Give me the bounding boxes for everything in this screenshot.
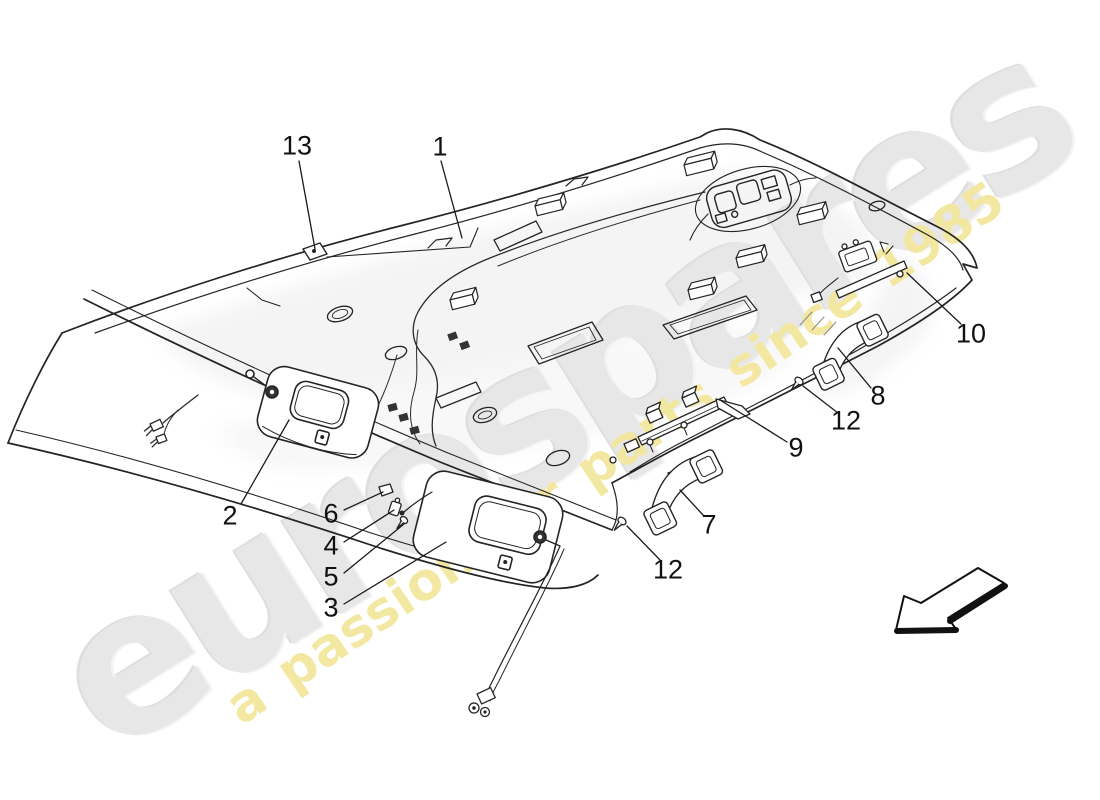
panel-clip-boxes (449, 150, 829, 311)
part-label-12a: 12 (652, 554, 684, 585)
part-label-13: 13 (281, 130, 313, 161)
part-label-2: 2 (222, 500, 238, 531)
direction-arrow-icon (894, 567, 1008, 634)
part-label-4: 4 (323, 530, 339, 561)
panel-cutouts (435, 220, 758, 409)
part-label-7: 7 (701, 509, 717, 540)
part-label-8: 8 (870, 380, 886, 411)
grab-handle-8 (812, 313, 889, 391)
screw-5 (396, 515, 409, 530)
grab-handle-7 (643, 449, 724, 536)
part-label-3: 3 (323, 592, 339, 623)
dome-light-console (689, 165, 817, 241)
part-label-5: 5 (323, 561, 339, 592)
part-label-12b: 12 (830, 405, 862, 436)
leader-lines (240, 160, 962, 605)
bracket-10 (810, 239, 908, 304)
left-wire-connector (143, 394, 199, 448)
part-label-6: 6 (323, 498, 339, 529)
sun-visor-left (245, 365, 380, 459)
wiring-harness (143, 191, 706, 448)
screw-12-left (613, 516, 627, 531)
visor-wire-connector (468, 545, 565, 718)
part-label-9: 9 (788, 432, 804, 463)
panel-grommets (326, 200, 886, 467)
sun-visor-right (399, 470, 565, 718)
part-label-1: 1 (432, 131, 448, 162)
screw-12-right (790, 376, 804, 391)
part-label-10: 10 (955, 318, 987, 349)
